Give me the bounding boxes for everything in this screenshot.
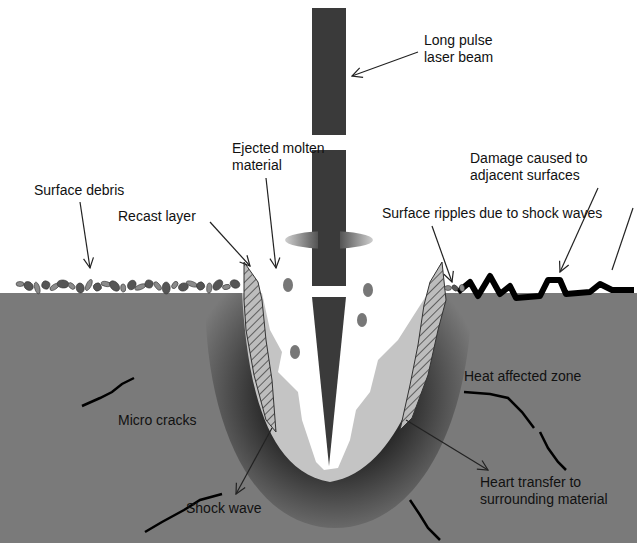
surface-damage [458, 276, 634, 298]
callout-label: Long pulse laser beam [424, 32, 514, 66]
callout-label: Recast layer [118, 208, 218, 225]
debris-particle [41, 280, 51, 290]
debris-particle [211, 278, 225, 292]
debris-particle [84, 279, 94, 292]
callout-label: Surface debris [34, 182, 144, 199]
debris-particle [120, 284, 126, 292]
debris-particle [206, 283, 212, 293]
laser-beam [312, 8, 346, 135]
debris-particle [195, 280, 206, 291]
callout-label: Heat affected zone [464, 368, 604, 385]
debris-particle [170, 280, 179, 289]
debris-particle [162, 282, 170, 294]
debris-particle [75, 282, 85, 293]
debris-particle [16, 282, 24, 287]
debris-particle [451, 284, 460, 292]
callout-label: Heart transfer to surrounding material [480, 474, 620, 508]
callout-label: Ejected molten material [232, 140, 344, 174]
molten-droplet [290, 345, 300, 359]
callout-label: Shock wave [186, 500, 286, 517]
molten-droplet [357, 313, 367, 327]
debris-particle [153, 281, 163, 292]
debris-particle [222, 284, 231, 291]
debris-particle [33, 282, 41, 295]
callout-label: Surface ripples due to shock waves [382, 205, 632, 222]
callout-label: Micro cracks [118, 412, 218, 429]
debris-particle [445, 286, 452, 291]
callout-label: Damage caused to adjacent surfaces [470, 150, 610, 184]
molten-droplet [283, 278, 293, 292]
debris-particle [144, 279, 154, 289]
surface-debris [16, 278, 465, 295]
molten-droplet [363, 283, 373, 297]
debris-particle [108, 279, 122, 293]
substrate [0, 293, 637, 543]
leader-line [80, 52, 633, 494]
recast-layer [244, 262, 276, 432]
laser-beam [312, 150, 346, 286]
debris-particle [229, 278, 241, 289]
laser-beam [312, 297, 346, 466]
debris-particle [459, 284, 465, 292]
debris-particle [57, 279, 70, 288]
debris-particle [22, 280, 35, 292]
micro-cracks [82, 378, 566, 540]
recast-layer [400, 262, 446, 430]
cavity [262, 293, 428, 470]
laser-beam [318, 150, 340, 286]
debris-particle [67, 281, 76, 290]
